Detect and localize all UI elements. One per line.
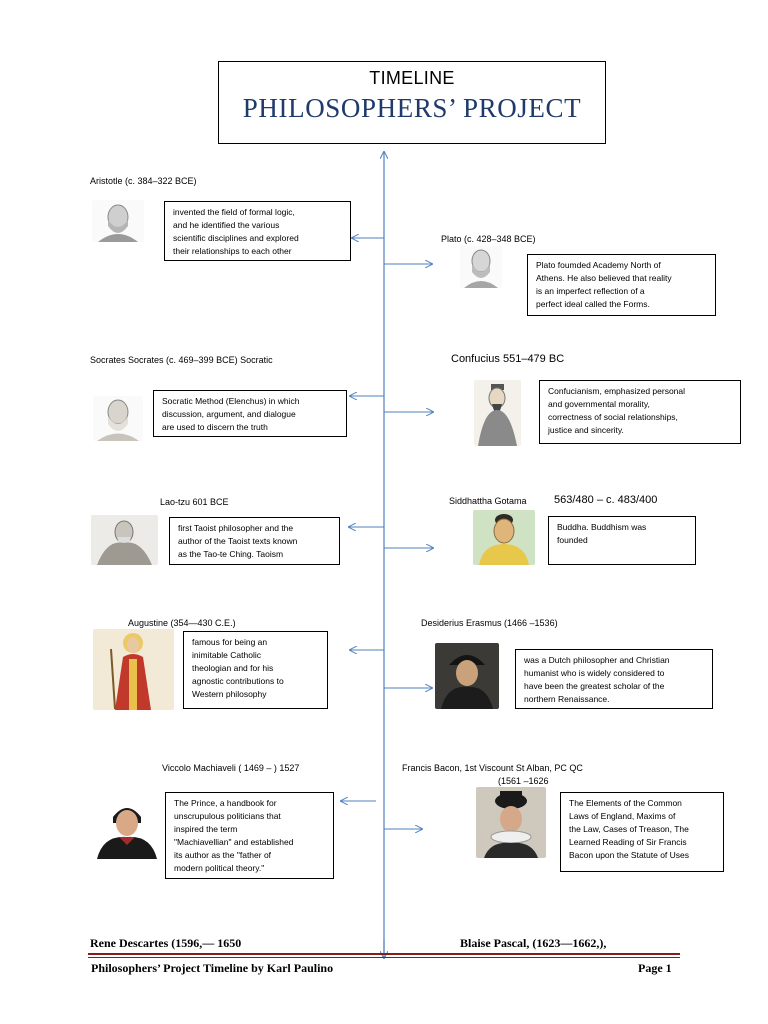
desc-bacon: The Elements of the Common Laws of Engla… [560, 792, 724, 872]
page-title: PHILOSOPHERS’ PROJECT [242, 93, 582, 123]
name-erasmus: Desiderius Erasmus (1466 –1536) [421, 618, 558, 628]
name-descartes: Rene Descartes (1596,— 1650 [90, 936, 242, 950]
name-aristotle: Aristotle (c. 384–322 BCE) [90, 176, 197, 186]
name-confucius: Confucius 551–479 BC [451, 353, 565, 365]
title-subtitle: TIMELINE [369, 68, 455, 88]
portrait-augustine-image [93, 629, 174, 710]
desc-erasmus: was a Dutch philosopher and Christian hu… [515, 649, 713, 709]
desc-confucius: Confucianism, emphasized personal and go… [539, 380, 741, 444]
portrait-laotzu-image [91, 515, 158, 565]
footer-title: Philosophers’ Project Timeline by Karl P… [91, 961, 334, 975]
name-machiavelli: Viccolo Machiaveli ( 1469 – ) 1527 [162, 763, 300, 773]
name-laotzu: Lao-tzu 601 BCE [160, 497, 229, 507]
desc-machiavelli: The Prince, a handbook for unscrupulous … [165, 792, 334, 879]
name-augustine: Augustine (354—430 C.E.) [128, 618, 236, 628]
footer-rule-thick [88, 953, 680, 955]
portrait-bacon-image [476, 787, 546, 858]
portrait-confucius-image [474, 380, 521, 446]
desc-augustine: famous for being an inimitable Catholic … [183, 631, 328, 709]
desc-siddhattha: Buddha. Buddhism was founded [548, 516, 696, 565]
desc-socrates: Socratic Method (Elenchus) in which disc… [153, 390, 347, 437]
title-box: TIMELINE PHILOSOPHERS’ PROJECT [218, 61, 606, 144]
desc-aristotle: invented the field of formal logic, and … [164, 201, 351, 261]
name-socrates: Socrates Socrates (c. 469–399 BCE) Socra… [90, 355, 273, 365]
portrait-siddhattha-image [473, 510, 535, 565]
name-plato: Plato (c. 428–348 BCE) [441, 234, 536, 244]
dates-siddhattha: 563/480 – c. 483/400 [554, 494, 658, 506]
footer-rule-thin [88, 957, 680, 958]
portrait-plato-image [460, 246, 502, 288]
portrait-erasmus-image [435, 643, 499, 709]
portrait-aristotle-image [92, 200, 144, 242]
name-siddhattha: Siddhattha Gotama [449, 496, 527, 506]
desc-plato: Plato foumded Academy North of Athens. H… [527, 254, 716, 316]
dates-bacon: (1561 –1626 [498, 776, 549, 786]
name-bacon: Francis Bacon, 1st Viscount St Alban, PC… [402, 763, 583, 773]
page-number: Page 1 [638, 961, 672, 975]
desc-laotzu: first Taoist philosopher and the author … [169, 517, 340, 565]
portrait-socrates-image [93, 396, 143, 441]
name-pascal: Blaise Pascal, (1623—1662,), [460, 936, 607, 950]
portrait-machiavelli-image [95, 795, 159, 859]
